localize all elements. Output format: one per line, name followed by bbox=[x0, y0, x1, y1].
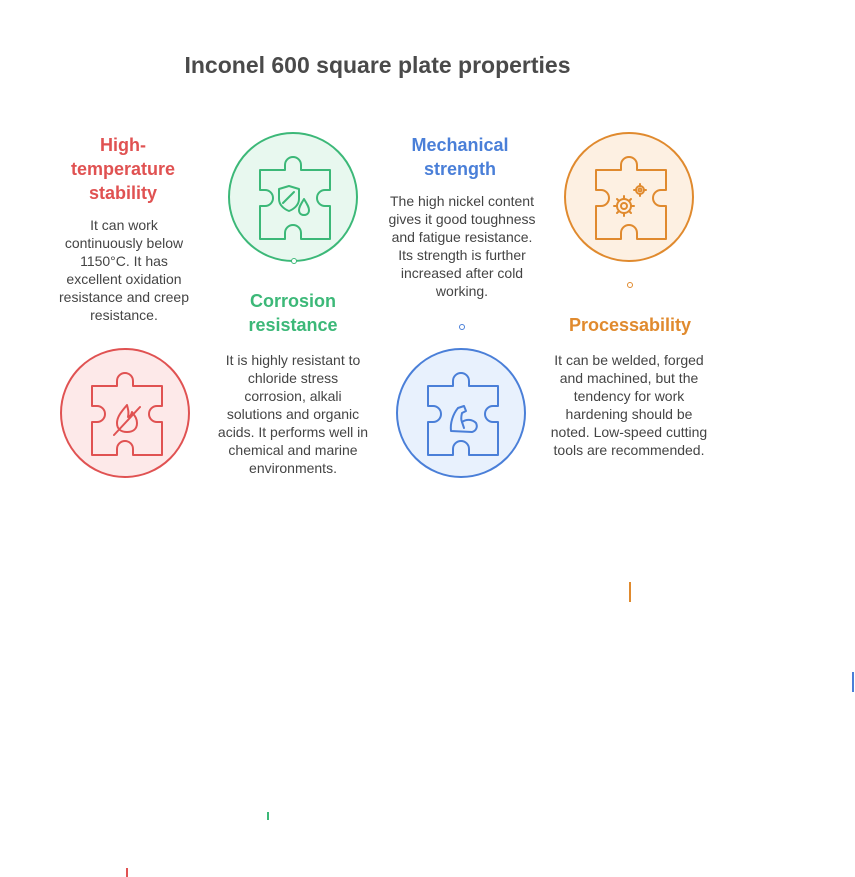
connector-tick-green bbox=[267, 812, 269, 820]
diagram-title: Inconel 600 square plate properties bbox=[184, 52, 571, 78]
heading-high-temperature: High-temperature stability bbox=[70, 135, 176, 203]
connector-dot-blue bbox=[459, 324, 465, 330]
circle-processability bbox=[564, 132, 694, 262]
connector-dot-green bbox=[291, 258, 297, 264]
heading-processability: Processability bbox=[568, 315, 692, 335]
desc-high-temperature: It can work continuously below 1150°C. I… bbox=[59, 217, 189, 323]
heading-mechanical-strength: Mechanical strength bbox=[411, 135, 509, 179]
shield-drop-icon bbox=[259, 156, 331, 240]
desc-corrosion-resistance: It is highly resistant to chloride stres… bbox=[217, 352, 369, 476]
circle-mechanical-strength bbox=[396, 348, 526, 478]
connector-tick-red bbox=[126, 868, 128, 877]
heading-corrosion-resistance: Corrosion resistance bbox=[248, 291, 338, 335]
no-fire-icon bbox=[91, 372, 163, 456]
circle-corrosion-resistance bbox=[228, 132, 358, 262]
muscle-arm-icon bbox=[427, 372, 499, 456]
circle-high-temperature bbox=[60, 348, 190, 478]
desc-mechanical-strength: The high nickel content gives it good to… bbox=[388, 193, 536, 299]
connector-dot-orange bbox=[627, 282, 633, 288]
connector-tick-orange bbox=[629, 582, 631, 602]
connector-tick-blue bbox=[852, 672, 854, 692]
desc-processability: It can be welded, forged and machined, b… bbox=[550, 352, 708, 458]
gears-icon bbox=[595, 156, 667, 240]
